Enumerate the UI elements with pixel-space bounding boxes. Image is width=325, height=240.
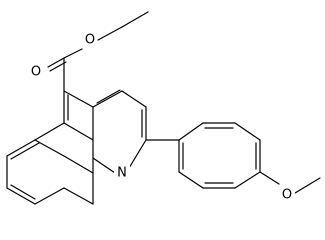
- bond: [178, 171, 204, 189]
- bond: [128, 139, 147, 169]
- bond: [34, 122, 65, 141]
- bond: [234, 122, 261, 141]
- carbonyl-oxygen-label: O: [31, 65, 41, 80]
- bond: [63, 90, 94, 108]
- bond: [92, 90, 123, 108]
- atom-labels: O O N O: [29, 31, 295, 204]
- bond: [259, 171, 280, 185]
- bond: [10, 142, 40, 160]
- bond: [234, 171, 261, 189]
- bond: [92, 157, 116, 174]
- bond: [10, 184, 36, 200]
- ring-nitrogen-label: N: [117, 166, 127, 181]
- bond: [6, 139, 36, 157]
- bond: [63, 155, 94, 174]
- chemical-structure: O O N O: [6, 11, 321, 205]
- bond: [63, 187, 94, 205]
- bond: [63, 122, 94, 141]
- bond: [121, 90, 147, 108]
- bond: [47, 57, 65, 68]
- bond: [34, 139, 65, 157]
- bond: [49, 61, 67, 72]
- bond: [178, 122, 204, 141]
- bond: [97, 26, 123, 41]
- bond: [294, 177, 321, 194]
- methoxy-oxygen-label: O: [282, 188, 292, 203]
- bond: [121, 11, 149, 28]
- bond: [6, 187, 36, 205]
- bond: [63, 48, 83, 59]
- ester-oxygen-label: O: [85, 33, 95, 48]
- bond: [34, 187, 65, 205]
- bond-lines: [6, 11, 321, 205]
- bond: [96, 89, 121, 104]
